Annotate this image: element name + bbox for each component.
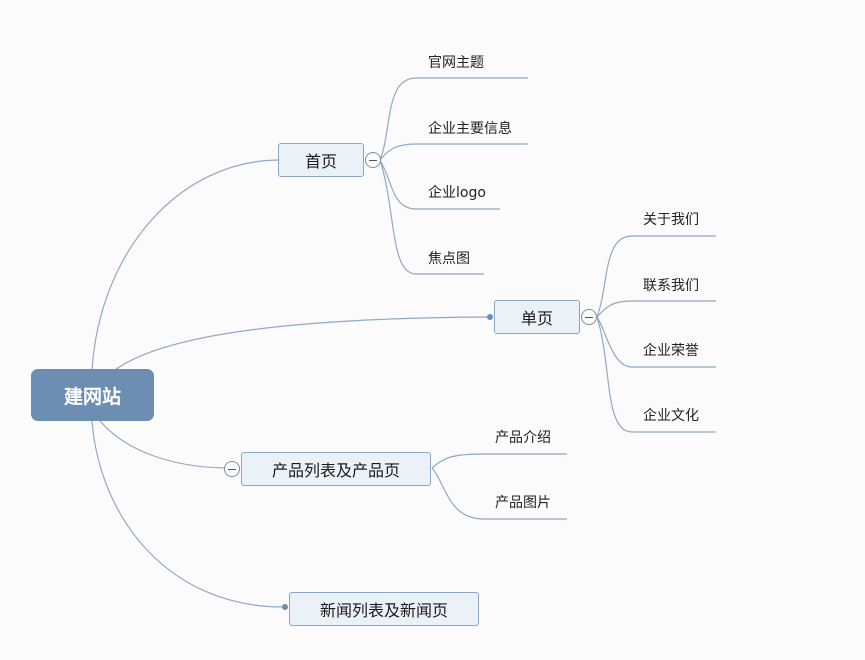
branch-single-4 (596, 316, 716, 433)
leaf-home-1[interactable]: 官网主题 (428, 55, 484, 71)
connector-root-single (114, 316, 489, 371)
branch-home-4 (379, 159, 484, 275)
branch-home-3 (379, 159, 500, 210)
topic-single-page[interactable]: 单页 (494, 300, 580, 334)
branch-single-1 (596, 235, 716, 318)
connector-root-news (91, 420, 284, 608)
leaf-single-4[interactable]: 企业文化 (643, 408, 699, 424)
branch-single-3 (596, 316, 716, 368)
minus-circle-icon[interactable] (365, 152, 381, 168)
leaf-home-2[interactable]: 企业主要信息 (428, 121, 512, 137)
leaf-products-2[interactable]: 产品图片 (495, 495, 551, 511)
root-topic[interactable]: 建网站 (31, 369, 154, 421)
topic-product-list[interactable]: 产品列表及产品页 (241, 452, 431, 486)
leaf-home-4[interactable]: 焦点图 (428, 251, 470, 267)
topic-home[interactable]: 首页 (278, 143, 364, 177)
branch-products-1 (431, 453, 567, 469)
topic-news-list[interactable]: 新闻列表及新闻页 (289, 592, 479, 626)
connector-dot-single (487, 314, 493, 320)
connector-root-home (91, 159, 281, 371)
leaf-single-3[interactable]: 企业荣誉 (643, 343, 699, 359)
branch-home-2 (379, 143, 528, 161)
connector-dot-news (282, 604, 288, 610)
leaf-home-3[interactable]: 企业logo (428, 185, 486, 201)
branch-products-2 (431, 467, 567, 520)
minus-circle-icon[interactable] (581, 309, 597, 325)
connector-root-products (99, 420, 226, 469)
branch-single-2 (596, 300, 716, 318)
leaf-single-2[interactable]: 联系我们 (643, 278, 699, 294)
branch-home-1 (379, 77, 528, 161)
leaf-products-1[interactable]: 产品介绍 (495, 430, 551, 446)
minus-circle-icon[interactable] (224, 461, 240, 477)
leaf-single-1[interactable]: 关于我们 (643, 212, 699, 228)
